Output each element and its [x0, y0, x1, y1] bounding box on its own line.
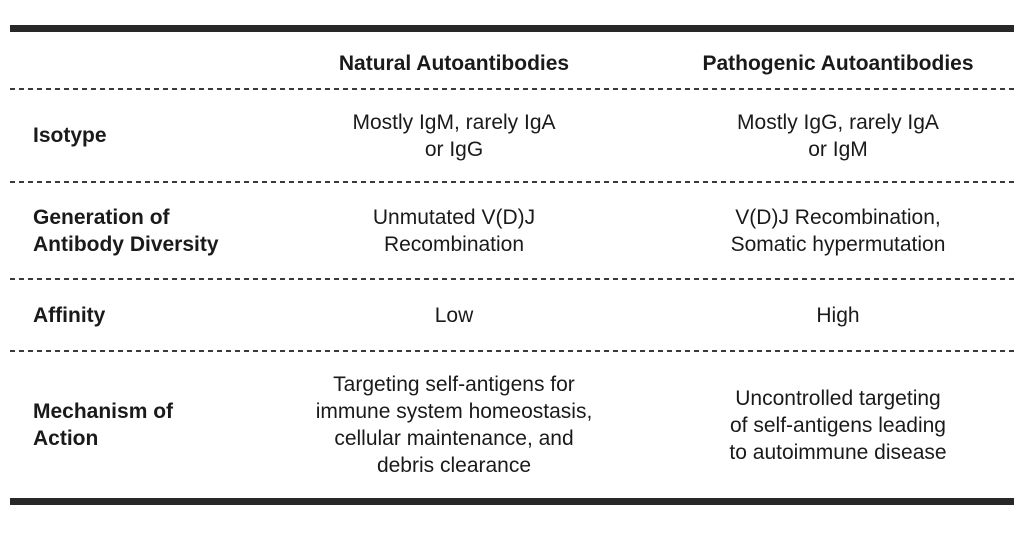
row-label: Isotype [33, 124, 107, 147]
natural-cell: Low [434, 303, 474, 327]
natural-cell: Mostly IgM, rarely IgA or IgG [352, 110, 556, 161]
table-row-isotype: Isotype Mostly IgM, rarely IgA or IgG Mo… [10, 90, 1014, 181]
table-row-affinity: Affinity Low High [10, 280, 1014, 350]
column-header-natural: Natural Autoantibodies [338, 51, 570, 75]
pathogenic-cell: Mostly IgG, rarely IgA or IgM [737, 110, 939, 161]
top-border-rule [10, 25, 1014, 32]
pathogenic-cell: Uncontrolled targeting of self-antigens … [729, 386, 947, 464]
natural-cell: Unmutated V(D)J Recombination [372, 205, 536, 256]
comparison-table: Natural Autoantibodies Pathogenic Autoan… [10, 25, 1014, 505]
row-divider [10, 350, 1014, 352]
row-label: Affinity [33, 303, 106, 327]
table-row-generation: Generation of Antibody Diversity Unmutat… [10, 183, 1014, 278]
row-label: Mechanism of Action [33, 400, 174, 450]
pathogenic-cell: High [816, 303, 860, 327]
row-label: Generation of Antibody Diversity [33, 205, 219, 256]
natural-cell: Targeting self-antigens for immune syste… [315, 373, 593, 477]
row-divider [10, 181, 1014, 183]
header-row: Natural Autoantibodies Pathogenic Autoan… [10, 32, 1014, 88]
row-divider [10, 88, 1014, 90]
column-header-pathogenic: Pathogenic Autoantibodies [702, 51, 974, 75]
table-row-mechanism: Mechanism of Action Targeting self-antig… [10, 352, 1014, 498]
bottom-border-rule [10, 498, 1014, 505]
row-divider [10, 278, 1014, 280]
pathogenic-cell: V(D)J Recombination, Somatic hypermutati… [730, 205, 946, 256]
